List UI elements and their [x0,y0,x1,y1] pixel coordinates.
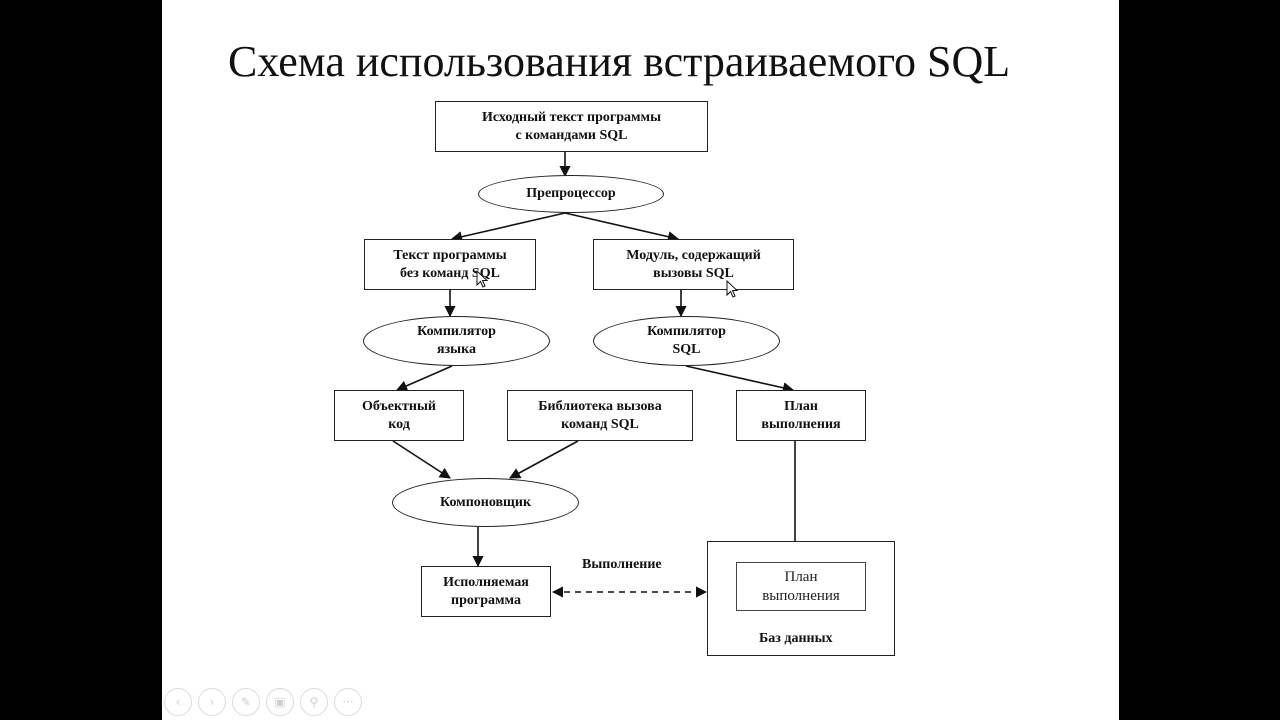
next-slide-icon[interactable]: › [198,688,226,716]
arrow-preprocessor-to-module [564,212,680,243]
arrow-object-to-linker [392,440,451,479]
slide-title: Схема использования встраиваемого SQL [228,37,1011,86]
mouse-cursor-icon [476,269,489,293]
arrow-library-to-linker [509,440,579,479]
linker-ellipse: Компоновщик [392,478,579,527]
executable-program-box: Исполняемая программа [421,566,551,617]
prev-slide-icon[interactable]: ‹ [164,688,192,716]
preprocessor-ellipse: Препроцессор [478,175,664,213]
slides-overview-icon[interactable]: ▣ [266,688,294,716]
text-without-sql-box: Текст программы без команд SQL [364,239,536,290]
pen-icon[interactable]: ✎ [232,688,260,716]
object-code-box: Объектный код [334,390,464,441]
sql-calls-module-box: Модуль, содержащий вызовы SQL [593,239,794,290]
database-label: Баз данных [759,631,833,646]
database-execution-plan-box: План выполнения [736,562,866,611]
arrow-sqlcompiler-to-plan [685,365,795,394]
sql-compiler-ellipse: Компилятор SQL [593,316,780,366]
zoom-icon[interactable]: ⚲ [300,688,328,716]
more-options-icon[interactable]: ··· [334,688,362,716]
presentation-toolbar: ‹ › ✎ ▣ ⚲ ··· [164,688,362,716]
mouse-cursor-icon [726,279,739,303]
execution-label: Выполнение [582,557,662,572]
arrow-preprocessor-to-text [450,212,566,243]
language-compiler-ellipse: Компилятор языка [363,316,550,366]
source-program-box: Исходный текст программы с командами SQL [435,101,708,152]
arrow-compiler-to-object [395,365,453,392]
execution-plan-box: План выполнения [736,390,866,441]
sql-library-box: Библиотека вызова команд SQL [507,390,693,441]
